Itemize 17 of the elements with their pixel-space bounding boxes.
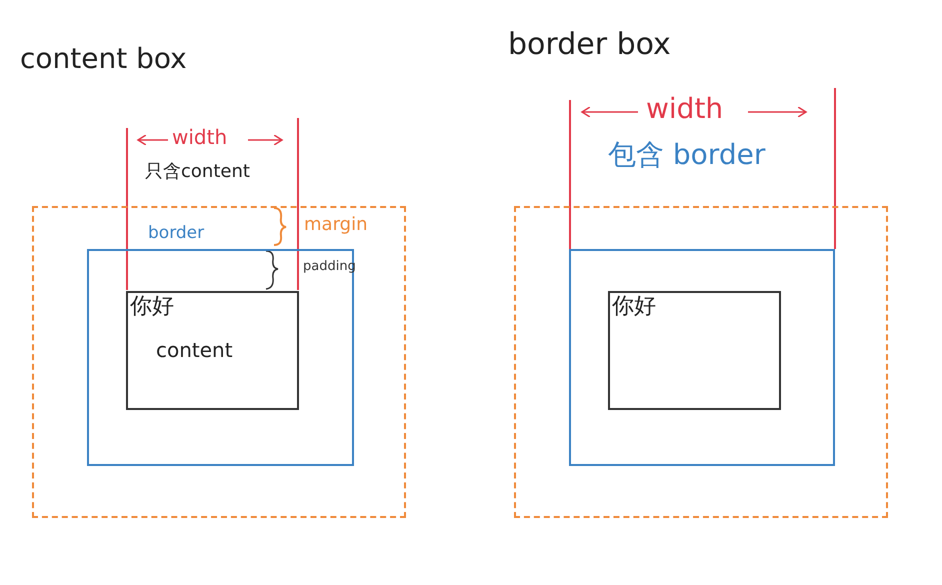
- sample-text: 你好: [612, 295, 656, 320]
- margin-area-box: [32, 206, 406, 518]
- margin-label: margin: [304, 215, 368, 235]
- content-label: content: [156, 339, 233, 361]
- note-text: 包含 border: [608, 140, 766, 171]
- diagram-heading: border box: [508, 28, 671, 61]
- width-label: width: [172, 126, 228, 148]
- content-area-box: [608, 291, 781, 410]
- border-area-box: [569, 249, 835, 466]
- note-text: 只含content: [145, 162, 250, 182]
- margin-area-box: [514, 206, 888, 518]
- diagram-heading: content box: [20, 44, 187, 75]
- content-area-box: [126, 291, 299, 410]
- sample-text: 你好: [130, 295, 174, 320]
- border-label: border: [148, 224, 204, 243]
- width-label: width: [646, 94, 724, 125]
- border-area-box: [87, 249, 354, 466]
